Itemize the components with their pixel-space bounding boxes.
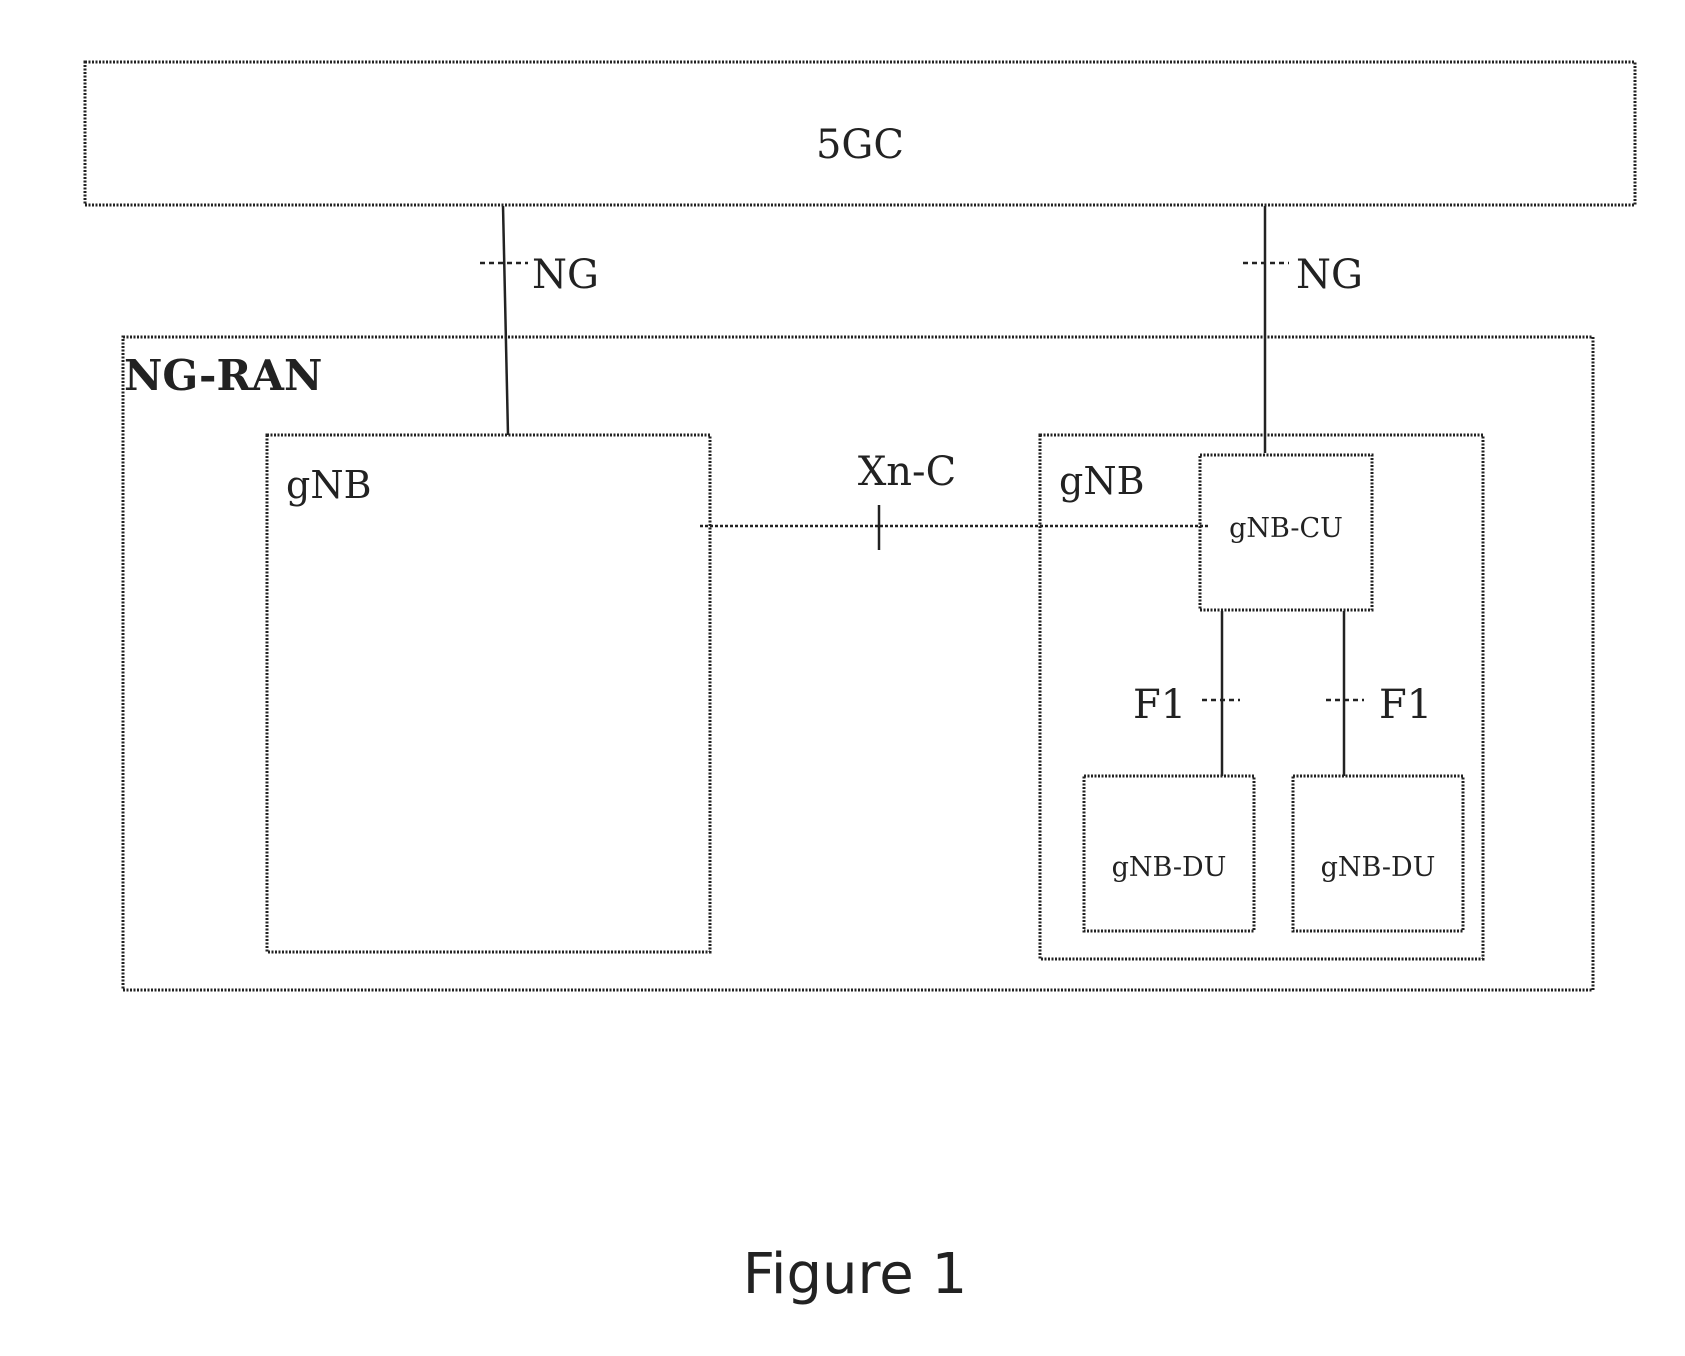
ran-label: NG-RAN [124, 351, 322, 400]
f1-label-right: F1 [1379, 682, 1432, 728]
gnb-du-right-label: gNB-DU [1321, 852, 1436, 883]
ng-interface-right: NG [1243, 206, 1363, 453]
gnb-du-left-label: gNB-DU [1112, 852, 1227, 883]
core-network-box [83, 60, 1637, 207]
gnb-left-box [265, 433, 712, 954]
gnb-cu-box [1198, 453, 1374, 612]
ng-link-left [501, 205, 510, 436]
gnb-cu-label: gNB-CU [1229, 513, 1343, 544]
xn-interface: Xn-C [700, 449, 1208, 550]
ng-interface-left: NG [480, 205, 599, 436]
ran-container: NG-RAN [121, 335, 1595, 992]
core-network-label: 5GC [816, 122, 904, 168]
ng-label-right: NG [1296, 252, 1363, 298]
core-network-node: 5GC [83, 60, 1637, 207]
gnb-left-node: gNB [265, 433, 712, 954]
xn-label: Xn-C [858, 449, 956, 495]
gnb-right-box [1038, 433, 1485, 961]
f1-label-left: F1 [1133, 682, 1186, 728]
gnb-du-left-box [1082, 774, 1256, 933]
gnb-right-node: gNB gNB-CU F1 F1 gNB-DU gNB-DU [1038, 433, 1485, 961]
gnb-du-right-box [1291, 774, 1465, 933]
gnb-right-label: gNB [1059, 459, 1145, 503]
figure-caption: Figure 1 [743, 1242, 967, 1307]
gnb-left-label: gNB [286, 463, 372, 507]
ng-label-left: NG [532, 252, 599, 298]
ran-box [121, 335, 1595, 992]
